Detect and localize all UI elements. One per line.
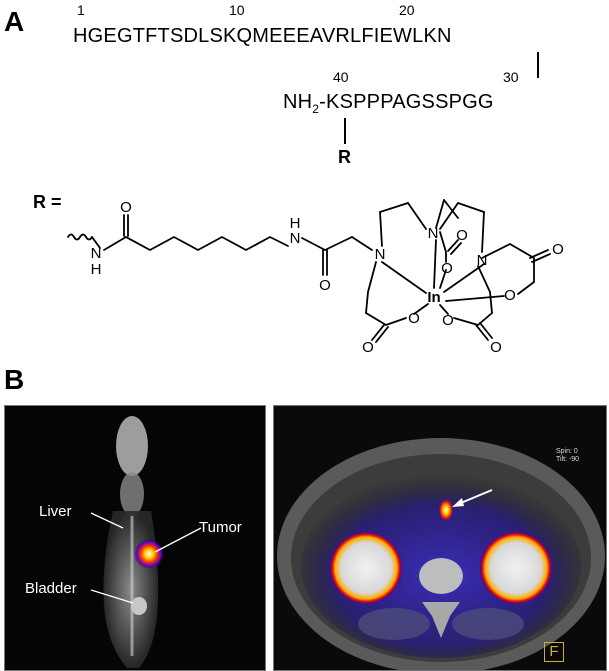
r-definition-label: R =	[33, 192, 62, 212]
sequence-bottom: NH2-KSPPPAGSSPGG	[283, 92, 494, 115]
right-acetate-o2: O	[552, 241, 564, 258]
position-1: 1	[77, 2, 85, 18]
sequence-top: HGEGTFTSDLSKQMEEEAVRLFIEWLKN	[73, 25, 452, 47]
right-acetate-o1: O	[504, 287, 516, 304]
amide1-o: O	[120, 199, 132, 216]
mid-acetate-o2: O	[490, 339, 502, 356]
lysine-branch-line	[344, 118, 346, 144]
nh2-label: NH	[283, 91, 313, 113]
amide2-n: N	[290, 230, 301, 247]
human-spect-ct-image: Spin: 0 Tilt: -90 F	[273, 405, 607, 671]
position-30: 30	[503, 69, 519, 85]
liver-label: Liver	[39, 503, 72, 520]
ring-n-right: N	[477, 252, 488, 269]
mid-acetate-o1: O	[442, 312, 454, 329]
panel-b-letter: B	[4, 364, 25, 395]
amide1-n: N	[91, 245, 102, 262]
bladder-label: Bladder	[25, 580, 77, 597]
top-acetate-o1: O	[456, 227, 468, 244]
spin-readout: Spin: 0	[556, 448, 578, 455]
indium-atom: In	[427, 289, 440, 306]
ring-n-top: N	[428, 225, 439, 242]
amide2-o: O	[319, 277, 331, 294]
tilt-readout: Tilt: -90	[556, 456, 580, 463]
r-branch-label: R	[338, 147, 351, 167]
top-acetate-o2: O	[441, 260, 453, 277]
mouse-spect-image: Liver Tumor Bladder	[4, 405, 266, 671]
orientation-marker: F	[544, 642, 564, 662]
position-10: 10	[229, 2, 245, 18]
amide1-h: H	[91, 261, 102, 278]
amide2-h: H	[290, 215, 301, 232]
position-20: 20	[399, 2, 415, 18]
ring-n-left: N	[375, 246, 386, 263]
dota-linker-structure: N H O N H O N N N O O In O O O O O O	[67, 199, 564, 356]
position-40: 40	[333, 69, 349, 85]
left-acetate-o2: O	[362, 339, 374, 356]
tumor-label: Tumor	[199, 519, 242, 536]
sequence-turn-line	[537, 52, 539, 78]
sequence-bottom-letters: -KSPPPAGSSPGG	[319, 91, 494, 113]
orientation-marker-letter: F	[549, 643, 559, 660]
nh2-subscript: 2	[312, 102, 320, 116]
left-acetate-o1: O	[408, 310, 420, 327]
panel-a-letter: A	[4, 6, 25, 37]
